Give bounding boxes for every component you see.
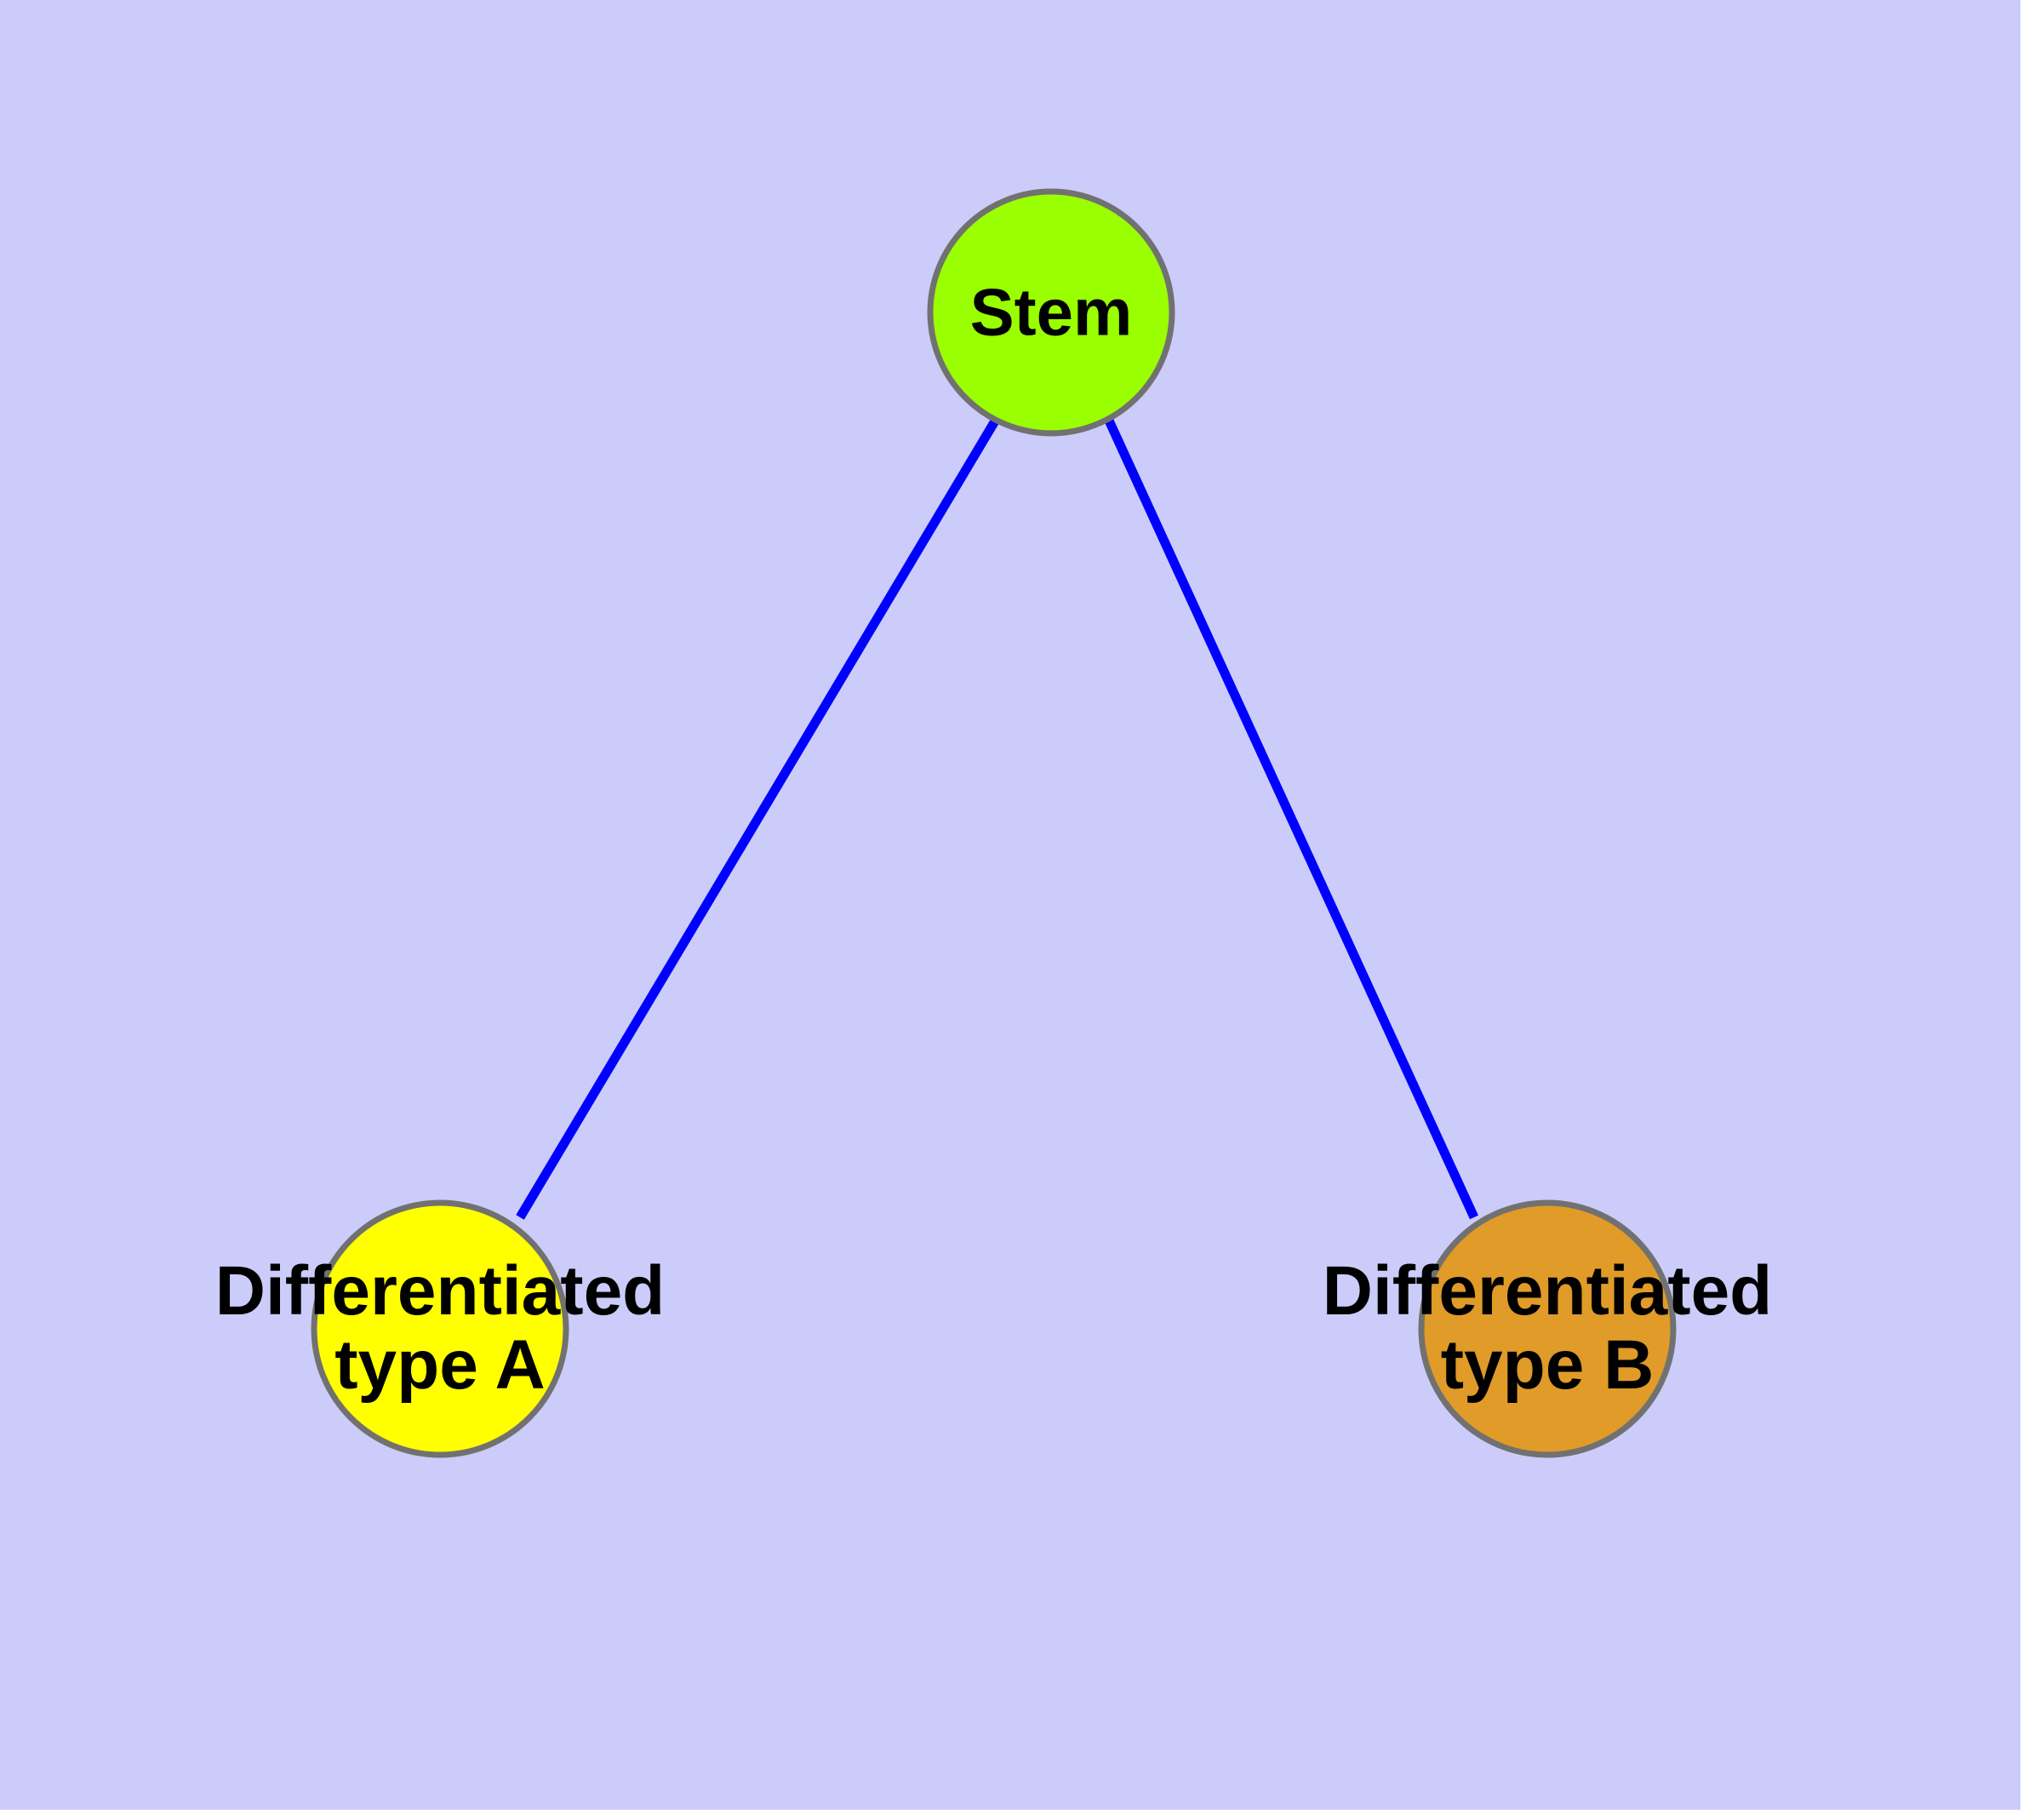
edge-layer (516, 417, 1478, 1220)
graph-node-stem[interactable] (927, 188, 1175, 437)
graph-node-diff_b[interactable] (1418, 1199, 1677, 1458)
node-layer (311, 188, 1677, 1458)
graph-node-diff_a[interactable] (311, 1199, 569, 1458)
graph-edge-stem-to-diff-b (1105, 418, 1478, 1220)
graph-edge-stem-to-diff-a (516, 417, 1000, 1220)
